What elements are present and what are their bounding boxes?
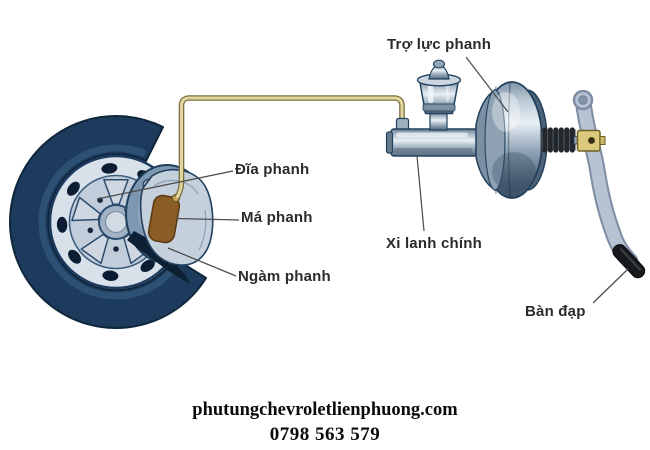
master-cylinder-graphic (385, 117, 478, 157)
pedal-arm (572, 89, 639, 270)
tire (9, 115, 207, 329)
label-brake-pad: Má phanh (241, 209, 313, 226)
fluid-reservoir (416, 59, 462, 131)
brake-line (171, 95, 405, 203)
pushrod-boot (540, 127, 583, 153)
pedal-pad-graphic (612, 244, 646, 279)
clevis (576, 129, 606, 152)
brake-booster-graphic (475, 81, 548, 199)
footer-phone: 0798 563 579 (269, 424, 381, 446)
leader-lines (96, 56, 629, 304)
label-brake-disc: Đĩa phanh (235, 161, 310, 178)
label-brake-booster: Trợ lực phanh (387, 36, 492, 53)
rim-vent-holes (56, 163, 155, 281)
label-brake-caliper: Ngàm phanh (238, 268, 331, 285)
brake-pad-graphic (147, 194, 181, 244)
footer: phutungchevroletlienphuong.com 0798 563 … (0, 400, 650, 446)
label-brake-pedal: Bàn đạp (525, 303, 586, 320)
label-master-cylinder: Xi lanh chính (386, 235, 482, 252)
footer-website: phutungchevroletlienphuong.com (192, 400, 458, 420)
